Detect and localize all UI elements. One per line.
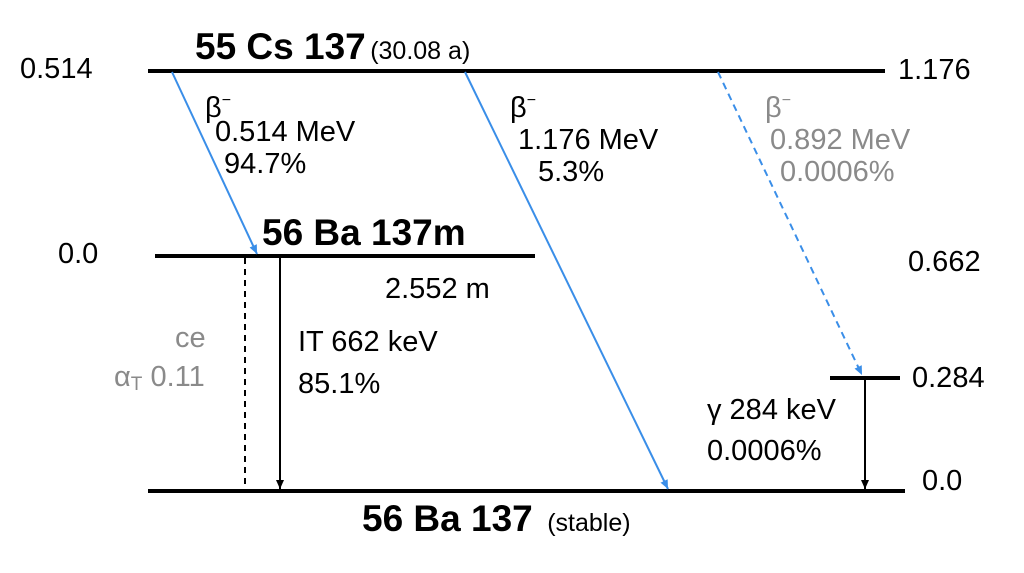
beta-2-symbol: β− bbox=[510, 92, 537, 124]
gamma-intensity: 0.0006% bbox=[707, 435, 822, 467]
it-intensity: 85.1% bbox=[298, 368, 381, 400]
ground-nuclide-name: 56 Ba 137 bbox=[362, 498, 533, 539]
isomer-nuclide-name: 56 Ba 137m bbox=[262, 212, 466, 253]
ground-nuclide-label: 56 Ba 137 (stable) bbox=[362, 500, 631, 537]
parent-half-life: (30.08 a) bbox=[370, 37, 471, 65]
isomer-half-life: 2.552 m bbox=[385, 273, 490, 305]
parent-energy-left: 0.514 bbox=[20, 53, 93, 85]
beta-1-symbol: β− bbox=[205, 92, 232, 124]
beta-2-intensity: 5.3% bbox=[538, 156, 605, 188]
ground-stable-note: (stable) bbox=[547, 509, 631, 537]
ce-label: ce bbox=[175, 322, 206, 354]
beta-3-energy: 0.892 MeV bbox=[770, 124, 911, 156]
ce-alpha-coefficient: αT 0.11 bbox=[114, 361, 205, 395]
beta-1-arrow bbox=[171, 71, 258, 255]
it-energy: IT 662 keV bbox=[298, 326, 438, 358]
beta-2-energy: 1.176 MeV bbox=[518, 124, 659, 156]
excited-energy-right: 0.284 bbox=[912, 362, 985, 394]
beta-1-intensity: 94.7% bbox=[224, 148, 307, 180]
beta-2-arrow bbox=[464, 71, 669, 490]
isomer-energy-right: 0.662 bbox=[908, 246, 981, 278]
beta-3-arrow bbox=[717, 71, 863, 376]
parent-nuclide-label: 55 Cs 137 (30.08 a) bbox=[195, 28, 470, 65]
parent-energy-right: 1.176 bbox=[898, 54, 971, 86]
beta-1-energy: 0.514 MeV bbox=[215, 116, 356, 148]
beta-3-intensity: 0.0006% bbox=[780, 156, 895, 188]
beta-3-symbol: β− bbox=[765, 92, 792, 124]
ground-energy-right: 0.0 bbox=[922, 465, 963, 497]
isomer-energy-left: 0.0 bbox=[58, 238, 99, 270]
parent-nuclide-name: 55 Cs 137 bbox=[195, 26, 366, 67]
gamma-energy: γ 284 keV bbox=[707, 394, 836, 426]
